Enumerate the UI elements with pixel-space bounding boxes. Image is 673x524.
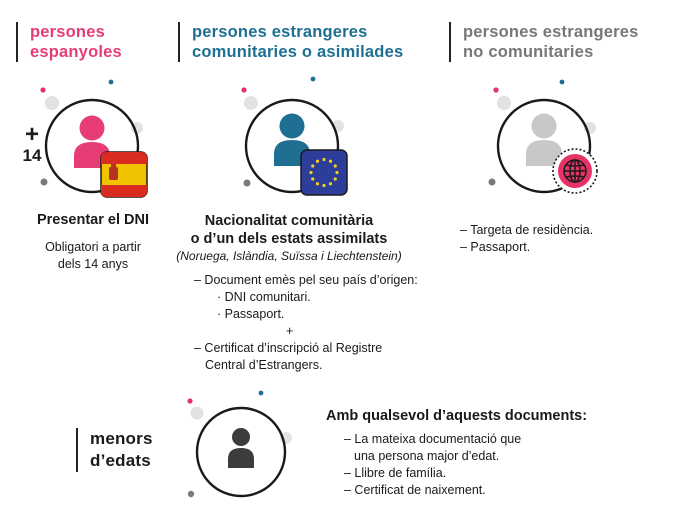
eu-star: [309, 170, 313, 175]
person-icon: [74, 115, 110, 168]
outline-circle: [195, 406, 287, 498]
decor-dot: [243, 179, 251, 187]
spain-flag-icon: [100, 151, 148, 198]
minors-line: una persona major d’edat.: [354, 449, 500, 463]
eu-star: [315, 159, 320, 163]
col2-subtitle: (Noruega, Islàndia, Suïssa i Liechtenste…: [176, 249, 402, 263]
decor-bubble: [584, 122, 596, 134]
col2-line: Central d’Estrangers.: [205, 358, 323, 372]
decor-dot: [559, 79, 565, 85]
decor-dot: [241, 87, 247, 93]
col2-title: o d’un dels estats assimilats: [190, 231, 388, 247]
col3-line: – Passaport.: [460, 240, 531, 254]
col2-line: · DNI comunitari.: [217, 290, 311, 304]
eu-star: [311, 164, 315, 168]
heading-line: no comunitaries: [463, 43, 594, 61]
col1-title: Presentar el DNI: [36, 212, 150, 228]
plus-sign: +: [24, 121, 39, 148]
eu-star: [328, 159, 333, 163]
decor-dot: [40, 178, 48, 186]
heading-line: d’edats: [90, 451, 151, 470]
person-icon: [228, 428, 254, 468]
decor-bubble: [332, 120, 344, 132]
heading-line: espanyoles: [30, 43, 122, 61]
eu-flag-icon: [300, 149, 348, 196]
decor-dot: [40, 87, 46, 93]
eu-star: [322, 157, 326, 162]
decor-dot: [187, 398, 193, 404]
heading-persones-espanyoles: persones espanyoles: [16, 22, 122, 62]
outline-circle: [244, 98, 340, 194]
col2-list: – Document emès pel seu país d’origen: ·…: [194, 272, 454, 374]
col3-list: – Targeta de residència. – Passaport.: [460, 222, 660, 256]
minors-line: – La mateixa documentació que: [344, 432, 522, 446]
heading-persones-no-comunitaries: persones estrangeres no comunitaries: [449, 22, 639, 62]
minors-text: Amb qualsevol d’aquests documents: – La …: [326, 407, 666, 499]
minors-line: – Certificat de naixement.: [344, 483, 486, 497]
heading-line: persones estrangeres: [192, 23, 368, 41]
decor-bubble: [131, 122, 143, 134]
col2-line: · Passaport.: [217, 307, 285, 321]
eu-star: [333, 164, 337, 168]
heading-line: menors: [90, 429, 153, 448]
eu-star: [333, 177, 337, 181]
eu-star: [315, 182, 320, 186]
heading-persones-comunitaries: persones estrangeres comunitaries o asim…: [178, 22, 403, 62]
heading-line: comunitaries o asimilades: [192, 43, 404, 61]
person-icon: [526, 113, 562, 166]
age-value: 14: [22, 146, 42, 165]
eu-star: [328, 182, 333, 186]
minors-line: – Llibre de família.: [344, 466, 447, 480]
decor-bubble: [244, 96, 258, 110]
minors-title: Amb qualsevol d’aquests documents:: [326, 408, 588, 424]
decor-dot: [493, 87, 499, 93]
decor-bubble: [497, 96, 511, 110]
col1-text: Presentar el DNI Obligatori a partir del…: [18, 211, 168, 273]
heading-line: persones: [30, 23, 105, 41]
col2-title-block: Nacionalitat comunitària o d’un dels est…: [153, 212, 425, 264]
decor-dot: [187, 490, 195, 498]
col1-line: dels 14 anys: [57, 257, 129, 271]
eu-star: [335, 170, 339, 175]
person-icon: [274, 113, 310, 166]
col3-line: – Targeta de residència.: [460, 223, 594, 237]
col2-line: – Document emès pel seu país d’origen:: [194, 273, 418, 287]
decor-bubble: [45, 96, 59, 110]
eu-star: [311, 177, 315, 181]
outline-circle: [44, 98, 140, 194]
age-marker: + 14: [16, 121, 48, 166]
col1-line: Obligatori a partir: [45, 240, 141, 254]
decor-dot: [108, 79, 114, 85]
globe-icon: [552, 148, 598, 194]
decor-dot: [488, 178, 496, 186]
decor-dot: [258, 390, 264, 396]
outline-circle: [496, 98, 592, 194]
heading-menors-edats: menors d’edats: [76, 428, 153, 472]
heading-line: persones estrangeres: [463, 23, 639, 41]
decor-bubble: [280, 432, 292, 444]
eu-star: [322, 183, 326, 188]
col2-line: +: [286, 324, 294, 338]
decor-bubble: [190, 406, 204, 420]
col2-title: Nacionalitat comunitària: [204, 213, 374, 229]
col2-line: – Certificat d’inscripció al Registre: [194, 341, 383, 355]
decor-dot: [310, 76, 316, 82]
